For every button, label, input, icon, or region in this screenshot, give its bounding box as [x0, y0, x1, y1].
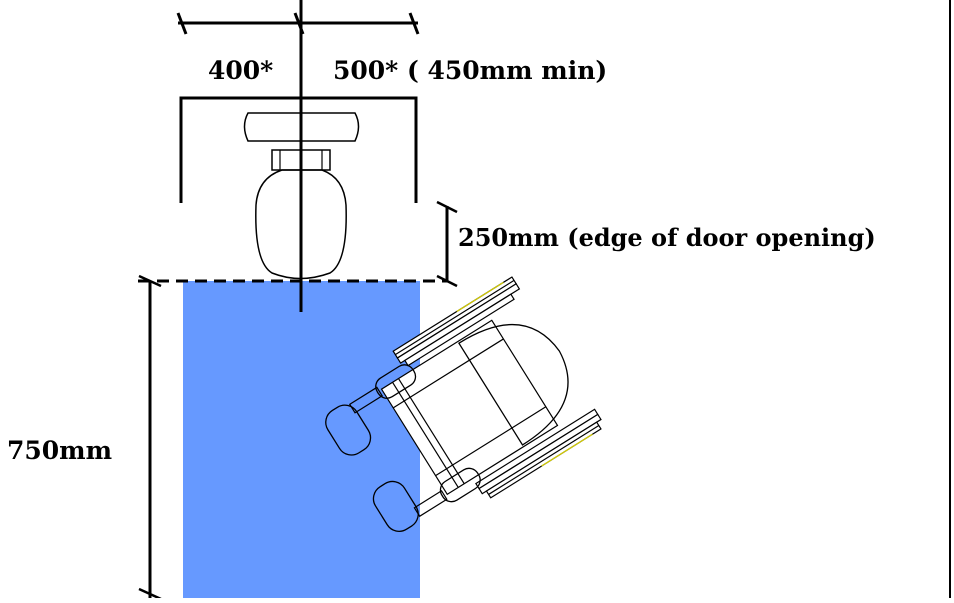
top-width-dimension — [176, 12, 420, 35]
toilet-enclosure-walls — [179, 96, 418, 203]
wheelchair-icon — [325, 276, 602, 532]
left-width-label: 400* — [208, 56, 274, 85]
transfer-space-area — [183, 281, 420, 598]
door-gap-label: 250mm (edge of door opening) — [458, 223, 876, 252]
transfer-depth-label: 750mm — [7, 436, 113, 465]
door-gap-dimension — [436, 200, 458, 288]
transfer-depth-dimension — [138, 274, 162, 601]
right-width-label: 500* ( 450mm min) — [333, 56, 608, 85]
